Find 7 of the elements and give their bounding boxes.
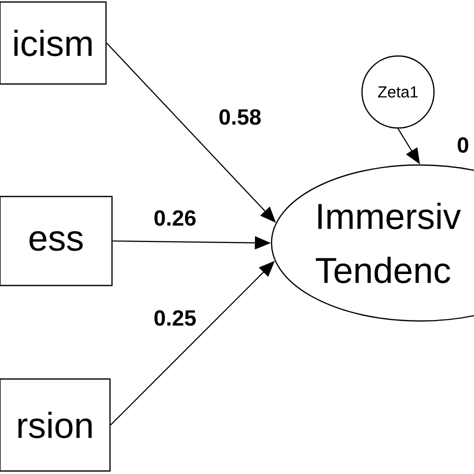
variable-box: icism [0,1,107,85]
variable-box: rsion [0,378,111,472]
path-coefficient: 0.25 [152,309,198,327]
variance-value: 0 [458,137,468,153]
path-coefficient: 0.26 [152,209,198,227]
variable-box: ess [0,196,113,286]
path-coefficient: 0.58 [218,108,262,126]
